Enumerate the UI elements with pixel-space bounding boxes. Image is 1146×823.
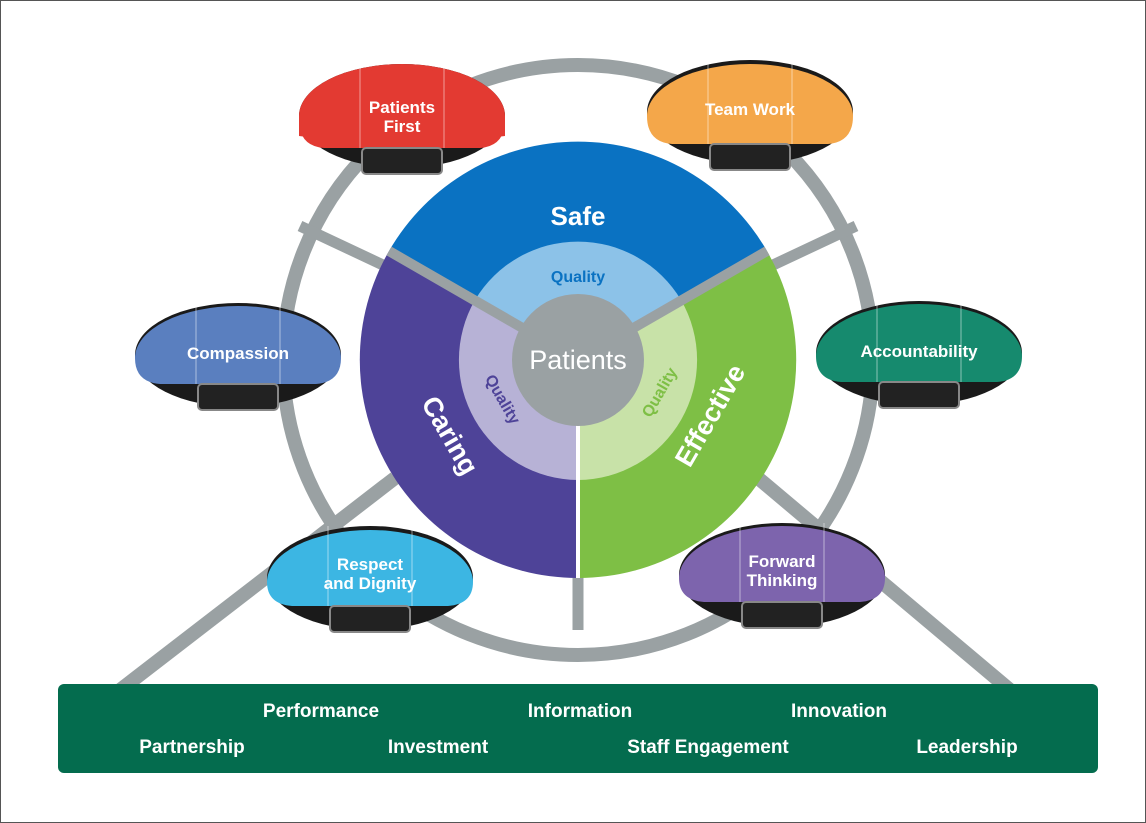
pod-label-patients-first-line1: Patients xyxy=(369,98,435,117)
pod-compassion: Compassion xyxy=(135,303,341,411)
pod-team-work: Team Work xyxy=(647,60,853,171)
pod-label-forward-line1: Forward xyxy=(748,552,815,571)
base-item-information: Information xyxy=(528,701,633,722)
pod-forward-thinking: Forward Thinking xyxy=(679,523,885,629)
segment-label-safe: Safe xyxy=(551,201,606,231)
base-item-leadership: Leadership xyxy=(916,737,1017,758)
support-leg-left xyxy=(115,472,400,696)
pod-patients-first: Patients First xyxy=(299,64,505,175)
hub-label: Patients xyxy=(529,345,627,375)
pod-label-respect-line2: and Dignity xyxy=(324,574,417,593)
pod-label-compassion: Compassion xyxy=(187,344,289,363)
pod-label-patients-first-line2: First xyxy=(384,117,421,136)
base-item-partnership: Partnership xyxy=(139,737,245,758)
pod-accountability: Accountability xyxy=(816,301,1022,409)
pod-label-team-work: Team Work xyxy=(705,100,796,119)
pod-respect-and-dignity: Respect and Dignity xyxy=(267,526,473,633)
hub-circle xyxy=(512,294,644,426)
base-item-performance: Performance xyxy=(263,701,379,722)
pod-label-forward-line2: Thinking xyxy=(747,571,818,590)
base-item-innovation: Innovation xyxy=(791,701,887,722)
base-item-investment: Investment xyxy=(388,737,489,758)
quality-label-safe: Quality xyxy=(551,269,605,286)
base-platform: Performance Information Innovation Partn… xyxy=(58,684,1098,773)
base-item-staff-engagement: Staff Engagement xyxy=(627,737,789,758)
pod-label-accountability: Accountability xyxy=(860,342,978,361)
pod-label-respect-line1: Respect xyxy=(337,555,403,574)
